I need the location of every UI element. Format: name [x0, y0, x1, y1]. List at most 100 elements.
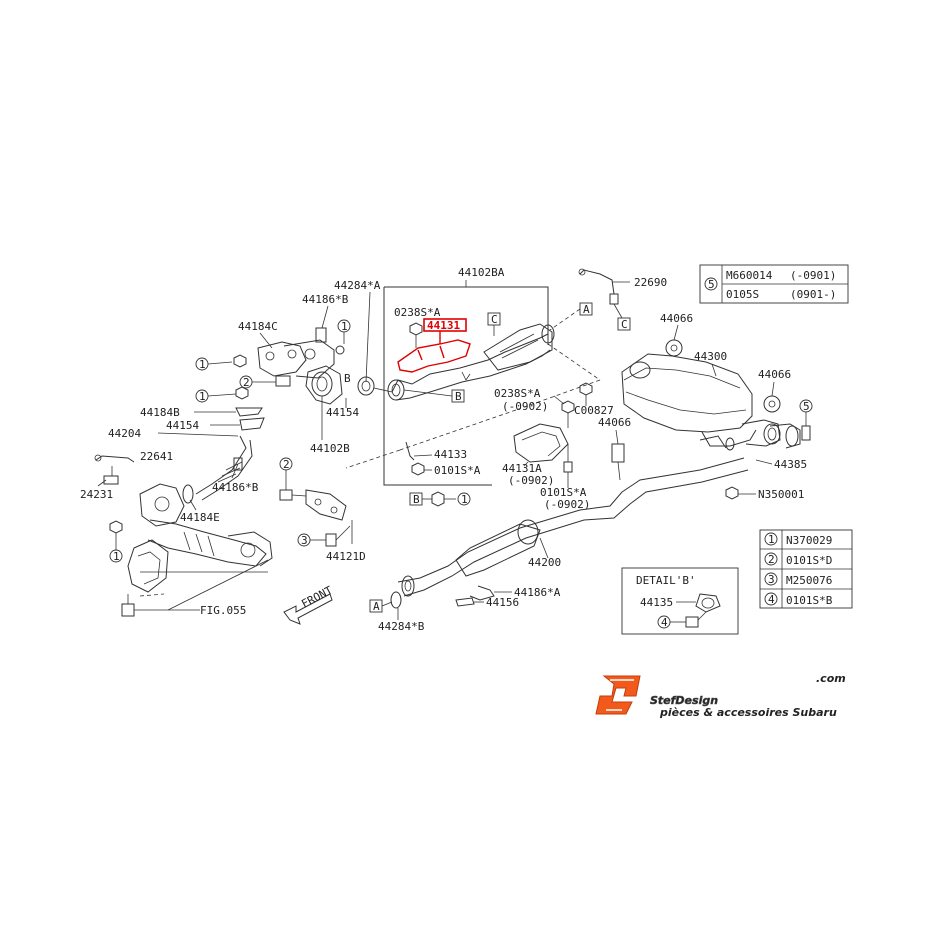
label-0902-a[interactable]: (-0902) [502, 400, 548, 413]
logo-tagline: pièces & accessoires Subaru [659, 706, 837, 719]
label-44184B[interactable]: 44184B [140, 406, 180, 419]
center-pipe-44200: 44200 44186*A 44156 A 44284*B [369, 457, 749, 633]
label-C00827[interactable]: C00827 [574, 404, 614, 417]
label-44102B[interactable]: 44102B [310, 442, 350, 455]
svg-text:3: 3 [768, 573, 775, 586]
nut-0238SA-top: 0238S*A [394, 306, 441, 348]
label-22690[interactable]: 22690 [634, 276, 667, 289]
svg-text:1: 1 [113, 550, 120, 563]
detail-B: DETAIL'B' 44135 4 [621, 567, 739, 635]
callout-C-top: C [487, 312, 501, 336]
svg-text:2: 2 [283, 458, 290, 471]
svg-text:5: 5 [803, 400, 810, 413]
callouts-left-top: 1 1 2 1 [195, 319, 351, 403]
label-B-side: B [344, 372, 351, 385]
svg-text:2: 2 [243, 376, 250, 389]
label-0101SA-a[interactable]: 0101S*A [434, 464, 481, 477]
highlight-box-44131 [423, 318, 467, 332]
callout-B-low: B 1 [409, 491, 471, 507]
label-44154-mid[interactable]: 44154 [326, 406, 359, 419]
label-0902-b[interactable]: (-0902) [508, 474, 554, 487]
label-44066-low[interactable]: 44066 [598, 416, 631, 429]
legend-part-4[interactable]: 0101S*B [786, 594, 833, 607]
legend-part-2[interactable]: 0101S*D [786, 554, 832, 567]
svg-text:1: 1 [199, 390, 206, 403]
label-22641[interactable]: 22641 [140, 450, 173, 463]
svg-text:4: 4 [661, 616, 668, 629]
dashed-connections [345, 343, 601, 469]
svg-text:B: B [455, 390, 462, 403]
svg-text:A: A [583, 303, 590, 316]
legend-5-part-b[interactable]: 0105S [726, 288, 759, 301]
muffler-44300: 44066 44300 44066 5 44385 44066 [598, 312, 813, 481]
callout-B-mid: B [403, 389, 465, 403]
label-44102BA[interactable]: 44102BA [458, 266, 505, 279]
label-44156[interactable]: 44156 [486, 596, 519, 609]
label-N350001[interactable]: N350001 [758, 488, 804, 501]
label-44154-left[interactable]: 44154 [166, 419, 199, 432]
exhaust-manifold-left: 44284*A 44186*B 44184C B 44154 44102B [238, 279, 393, 455]
logo-brand[interactable]: StefDesign [650, 694, 719, 708]
legend-part-5: 5 M660014 (-0901) 0105S (0901-) [699, 264, 849, 304]
label-44186A[interactable]: 44186*A [514, 586, 561, 599]
label-24231[interactable]: 24231 [80, 488, 113, 501]
stefdesign-logo: StefDesign .com pièces & accessoires Sub… [595, 672, 846, 719]
label-44204[interactable]: 44204 [108, 427, 141, 440]
label-44131A[interactable]: 44131A [502, 462, 542, 475]
svg-text:1: 1 [341, 320, 348, 333]
label-44284A[interactable]: 44284*A [334, 279, 381, 292]
heat-shield-44131[interactable]: 44131 [397, 318, 471, 373]
svg-text:5: 5 [708, 278, 715, 291]
sensor-44133: 44133 0101S*A [405, 441, 481, 477]
svg-text:C: C [491, 313, 498, 326]
label-44184C[interactable]: 44184C [238, 320, 278, 333]
bracket-44121D: 2 3 44121D [279, 457, 366, 563]
label-44133[interactable]: 44133 [434, 448, 467, 461]
flex-pipe-left: 44184B 44154 44204 [108, 406, 265, 504]
o2-sensor-22641: 22641 24231 [80, 450, 173, 501]
svg-text:C: C [621, 318, 628, 331]
legend-parts-table: 1 N370029 2 0101S*D 3 M250076 4 0101S*B [759, 529, 853, 609]
label-44066-right[interactable]: 44066 [758, 368, 791, 381]
svg-text:A: A [373, 600, 380, 613]
front-pipe-catalytic [387, 323, 555, 401]
label-44284B[interactable]: 44284*B [378, 620, 425, 633]
part-C00827: C00827 [574, 382, 614, 417]
legend-5-part-a[interactable]: M660014 [726, 269, 773, 282]
label-0101SA-b[interactable]: 0101S*A [540, 486, 587, 499]
detail-part-44135[interactable]: 44135 [640, 596, 673, 609]
label-44300[interactable]: 44300 [694, 350, 727, 363]
label-44186B-left[interactable]: 44186*B [212, 481, 259, 494]
callouts-left-bottom: 1 FIG.055 [109, 520, 269, 617]
svg-text:2: 2 [768, 553, 775, 566]
svg-text:B: B [413, 493, 420, 506]
logo-domain: .com [816, 672, 846, 685]
legend-part-1[interactable]: N370029 [786, 534, 832, 547]
assembly-44102BA: 44102BA [383, 266, 549, 486]
label-44066-left[interactable]: 44066 [660, 312, 693, 325]
o2-sensor-22690: 22690 C [578, 268, 667, 331]
svg-text:3: 3 [301, 534, 308, 547]
part-N350001: N350001 [725, 486, 804, 501]
svg-text:1: 1 [199, 358, 206, 371]
legend-part-3[interactable]: M250076 [786, 574, 832, 587]
label-FIG055[interactable]: FIG.055 [200, 604, 246, 617]
label-front: FRONT [299, 583, 335, 610]
label-0238SA-mid[interactable]: 0238S*A [494, 387, 541, 400]
svg-text:1: 1 [768, 533, 775, 546]
heat-shield-44131A: 0238S*A (-0902) 44131A (-0902) 0101S*A (… [494, 387, 590, 511]
label-44385[interactable]: 44385 [774, 458, 807, 471]
label-44121D[interactable]: 44121D [326, 550, 366, 563]
label-0238SA-top[interactable]: 0238S*A [394, 306, 441, 319]
label-44184E[interactable]: 44184E [180, 511, 220, 524]
label-0902-c[interactable]: (-0902) [544, 498, 590, 511]
lower-manifold: 44186*B 44184E [127, 457, 273, 593]
front-arrow: FRONT [283, 583, 335, 625]
svg-text:4: 4 [768, 593, 775, 606]
callout-A-top: A [549, 302, 593, 331]
label-44131[interactable]: 44131 [427, 319, 460, 332]
logo-mark [595, 675, 641, 715]
label-44186B-top[interactable]: 44186*B [302, 293, 349, 306]
label-44200[interactable]: 44200 [528, 556, 561, 569]
